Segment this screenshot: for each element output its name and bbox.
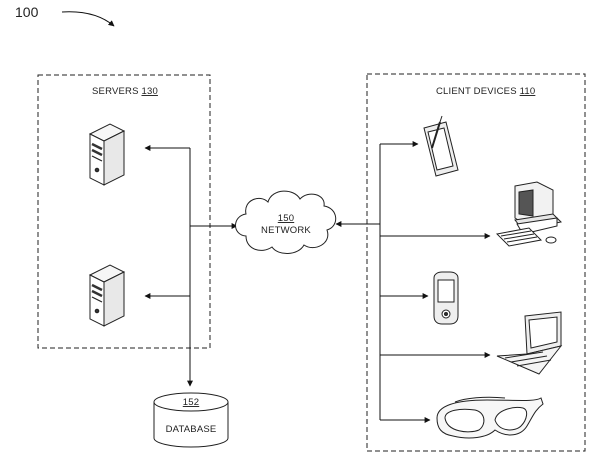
figure-number: 100 [15,4,39,20]
database-icon [153,392,229,448]
figure-pointer-arrow [61,11,115,27]
network-ref: 150 [278,213,294,224]
network-cloud-icon [235,190,337,254]
servers-ref: 130 [141,86,157,97]
tablet-with-stylus-icon [423,115,459,177]
smart-glasses-icon [436,396,544,439]
client-devices-ref: 110 [520,86,536,97]
client-devices-group [366,73,586,452]
servers-label-text: SERVERS [92,86,139,97]
desktop-computer-icon [495,181,563,247]
database-ref: 152 [183,397,199,408]
server-tower-icon [88,123,126,186]
client-devices-label-text: CLIENT DEVICES [436,86,517,97]
database-label: DATABASE [166,424,217,435]
server-tower-icon [88,264,126,327]
client-devices-label: CLIENT DEVICES 110 [436,86,535,97]
laptop-icon [496,311,563,375]
network-label: NETWORK [261,225,311,236]
pda-icon [433,271,459,325]
servers-label: SERVERS 130 [92,86,158,97]
servers-group [37,74,211,349]
